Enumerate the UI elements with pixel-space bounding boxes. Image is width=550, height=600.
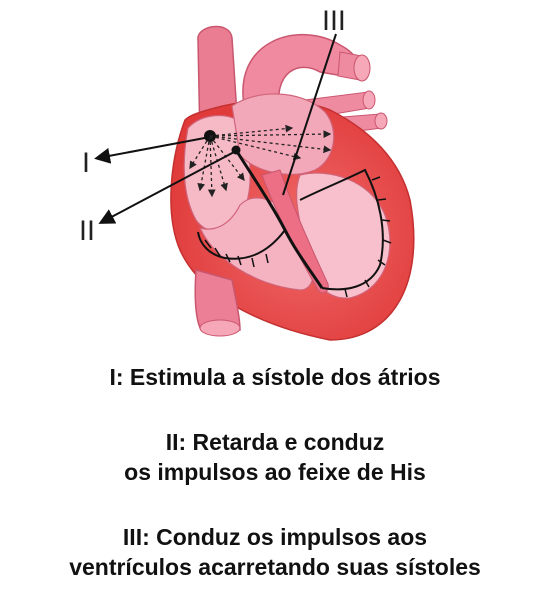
purkinje-fibers-right [204, 239, 269, 268]
label-I: I [82, 148, 90, 179]
caption-I: I: Estimula a sístole dos átrios [0, 362, 550, 392]
vessel-opening-1 [353, 54, 371, 82]
inferior-vena-cava [194, 269, 241, 331]
right-bundle-branch [197, 229, 286, 260]
caption-III: III: Conduz os impulsos aos ventrículos … [0, 522, 550, 582]
label-II: II [79, 216, 95, 247]
heart-illustration [94, 25, 415, 341]
caption-II: II: Retarda e conduz os impulsos ao feix… [0, 427, 550, 487]
caption-II-line-1: II: Retarda e conduz [165, 429, 385, 455]
bundle-of-his [234, 149, 324, 289]
caption-III-line-2: ventrículos acarretando suas sístoles [69, 554, 481, 580]
left-bundle-branch [299, 168, 384, 291]
leader-line-I [94, 136, 211, 164]
ivc-opening [199, 319, 241, 337]
label-III: III [322, 6, 346, 37]
impulse-arrows [189, 124, 332, 198]
conduction-pathways [197, 149, 392, 298]
leader-line-II [98, 150, 237, 224]
vessel-opening-3 [374, 112, 388, 130]
leader-line-III [282, 33, 337, 196]
vessel-opening-2 [362, 90, 376, 110]
caption-I-line-1: I: Estimula a sístole dos átrios [109, 364, 441, 390]
caption-III-line-1: III: Conduz os impulsos aos [122, 524, 428, 550]
caption-II-line-2: os impulsos ao feixe de His [124, 459, 426, 485]
purkinje-fibers-left [344, 176, 392, 298]
